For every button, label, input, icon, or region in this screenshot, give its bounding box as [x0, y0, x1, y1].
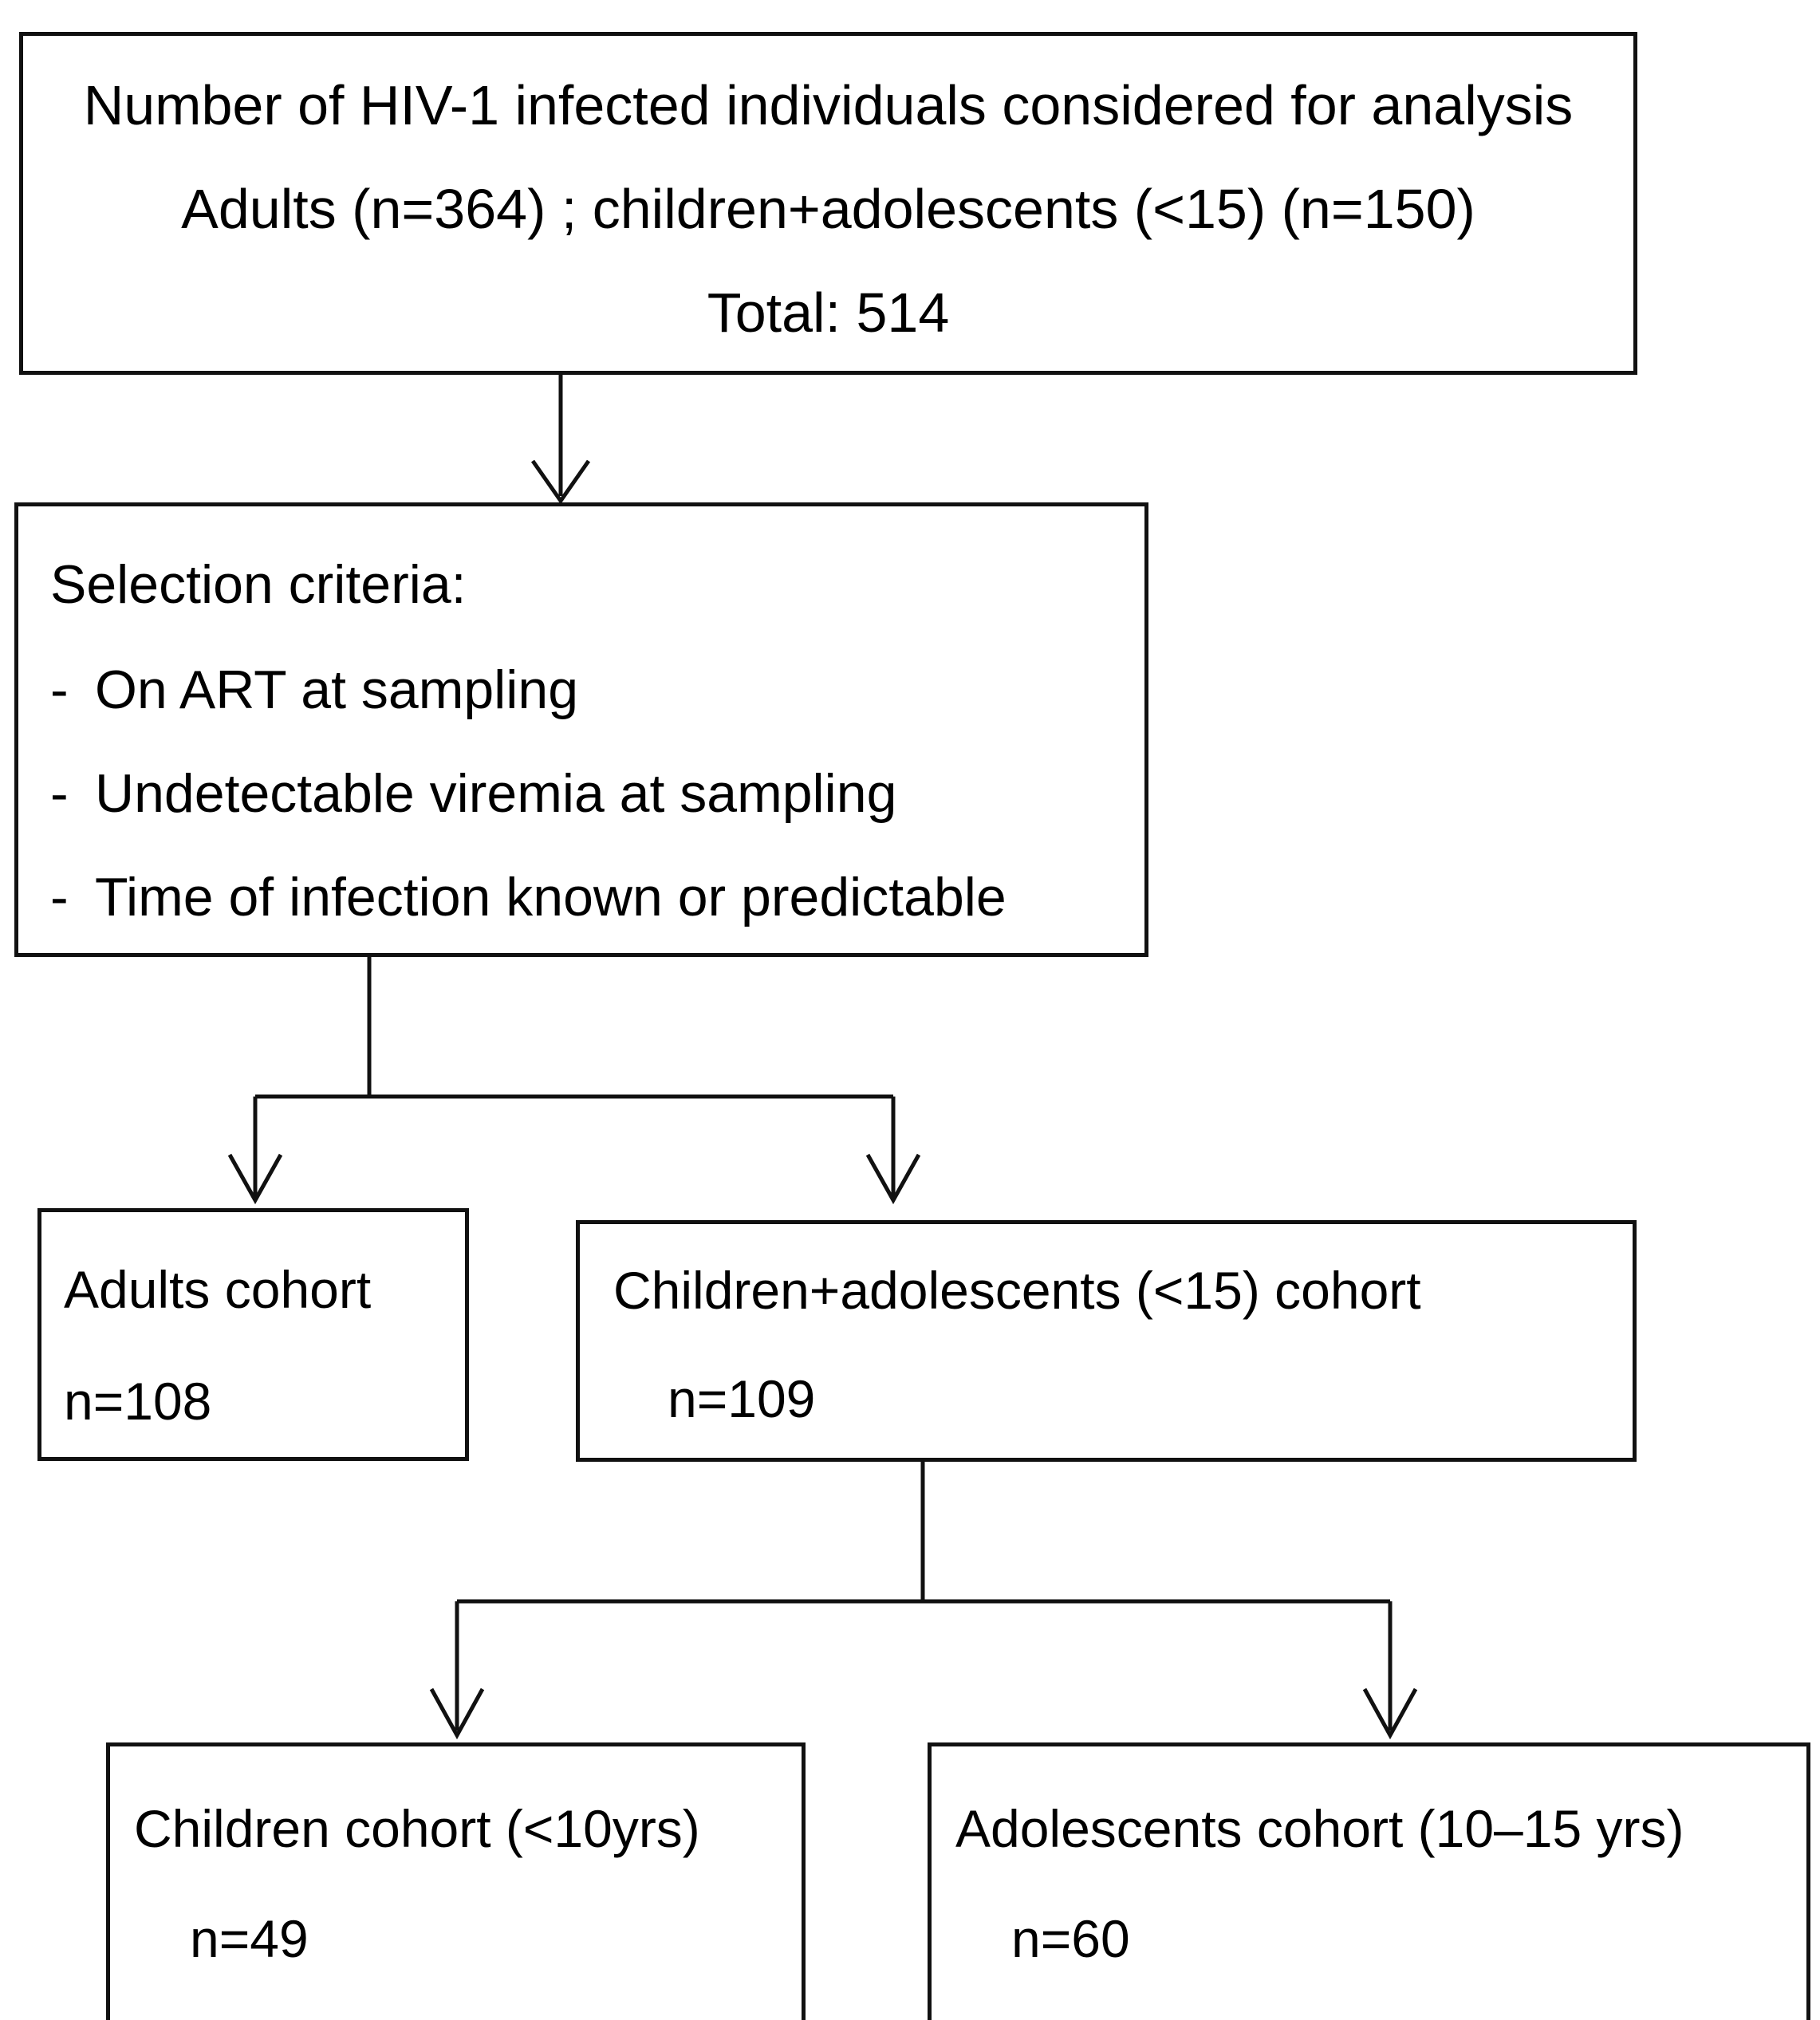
selection-criteria-title: Selection criteria: [50, 554, 467, 615]
criteria-item-label: Time of infection known or predictable [95, 867, 1007, 927]
top-summary-total: Total: 514 [707, 282, 950, 344]
children-cohort-count: n=49 [190, 1909, 309, 1968]
box-adults-cohort: Adults cohort n=108 [37, 1208, 469, 1461]
bullet-dash-icon: - [50, 763, 69, 824]
children-cohort-label: Children cohort (<10yrs) [134, 1799, 700, 1858]
children-adolescents-cohort-count: n=109 [668, 1369, 816, 1428]
criteria-item-label: On ART at sampling [95, 660, 579, 720]
box-children-cohort: Children cohort (<10yrs) n=49 [106, 1742, 806, 2020]
criteria-item-undetectable-viremia: - Undetectable viremia at sampling [50, 766, 896, 821]
adults-cohort-count: n=108 [64, 1372, 212, 1431]
adults-cohort-label: Adults cohort [64, 1260, 372, 1319]
box-adolescents-cohort: Adolescents cohort (10–15 yrs) n=60 [928, 1742, 1810, 2020]
box-selection-criteria: Selection criteria: - On ART at sampling… [14, 502, 1148, 957]
arrow-children-adolescents-split [429, 1462, 1418, 1740]
bullet-dash-icon: - [50, 660, 69, 720]
top-summary-line-1: Number of HIV-1 infected individuals con… [83, 74, 1574, 136]
arrow-top-to-criteria [530, 375, 591, 505]
box-top-summary: Number of HIV-1 infected individuals con… [19, 32, 1637, 375]
children-adolescents-cohort-label: Children+adolescents (<15) cohort [613, 1261, 1421, 1320]
criteria-item-label: Undetectable viremia at sampling [95, 763, 897, 824]
bullet-dash-icon: - [50, 867, 69, 927]
criteria-item-on-art: - On ART at sampling [50, 663, 578, 717]
top-summary-line-2: Adults (n=364) ; children+adolescents (<… [181, 178, 1475, 240]
arrow-criteria-split [227, 957, 921, 1205]
adolescents-cohort-count: n=60 [1011, 1909, 1130, 1968]
adolescents-cohort-label: Adolescents cohort (10–15 yrs) [955, 1799, 1684, 1858]
box-children-adolescents-cohort: Children+adolescents (<15) cohort n=109 [576, 1220, 1637, 1462]
criteria-item-time-of-infection: - Time of infection known or predictable [50, 870, 1007, 924]
